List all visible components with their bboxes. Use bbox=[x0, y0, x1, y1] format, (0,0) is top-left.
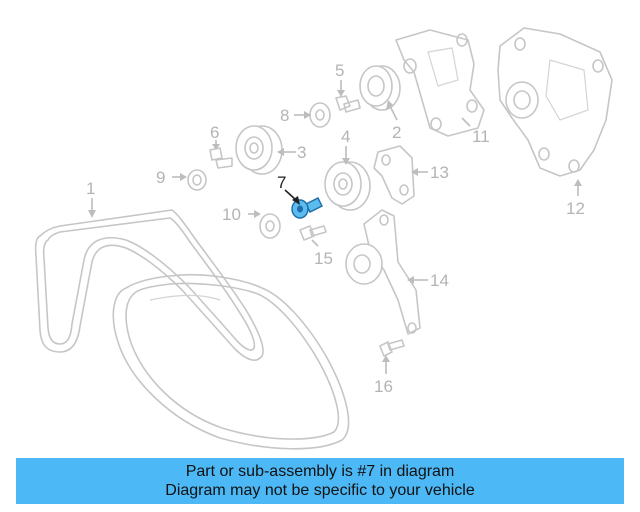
callout-leaders bbox=[88, 80, 582, 374]
tensioner-14 bbox=[345, 209, 421, 335]
callout-3: 3 bbox=[297, 143, 306, 162]
bolt-7-highlighted[interactable] bbox=[291, 197, 323, 219]
callout-1: 1 bbox=[86, 179, 95, 198]
callout-11: 11 bbox=[472, 127, 490, 146]
pulley-4 bbox=[324, 161, 371, 211]
parts-diagram: 1 2 3 4 5 6 7 8 9 10 11 12 13 14 15 16 bbox=[34, 27, 613, 450]
callout-13: 13 bbox=[430, 163, 449, 182]
washer-10 bbox=[259, 213, 281, 239]
banner-disclaimer-text: Diagram may not be specific to your vehi… bbox=[165, 482, 475, 499]
info-banner: Part or sub-assembly is #7 in diagram Di… bbox=[16, 458, 624, 504]
washer-9 bbox=[187, 169, 207, 191]
callout-2: 2 bbox=[392, 123, 401, 142]
callout-9: 9 bbox=[156, 168, 165, 187]
bolt-6 bbox=[209, 147, 233, 169]
bracket-12 bbox=[497, 27, 613, 177]
banner-part-text: Part or sub-assembly is #7 in diagram bbox=[185, 463, 455, 480]
bracket-13 bbox=[373, 145, 415, 205]
bolt-16 bbox=[379, 339, 405, 357]
callout-5: 5 bbox=[335, 61, 344, 80]
callout-16: 16 bbox=[374, 377, 393, 396]
callout-12: 12 bbox=[566, 199, 585, 218]
callout-14: 14 bbox=[430, 271, 449, 290]
bracket-11 bbox=[395, 29, 485, 137]
washer-8 bbox=[309, 102, 331, 128]
pulley-2 bbox=[359, 65, 401, 111]
callout-labels: 1 2 3 4 5 6 7 8 9 10 11 12 13 14 15 16 bbox=[86, 61, 585, 396]
bolt-5 bbox=[335, 95, 361, 113]
callout-4: 4 bbox=[341, 127, 350, 146]
callout-15: 15 bbox=[314, 249, 333, 268]
pulley-3 bbox=[235, 125, 283, 175]
callout-8: 8 bbox=[280, 106, 289, 125]
callout-10: 10 bbox=[222, 205, 241, 224]
callout-7[interactable]: 7 bbox=[277, 173, 286, 192]
belt bbox=[34, 209, 350, 450]
bolt-15 bbox=[299, 225, 327, 241]
callout-6: 6 bbox=[210, 123, 219, 142]
